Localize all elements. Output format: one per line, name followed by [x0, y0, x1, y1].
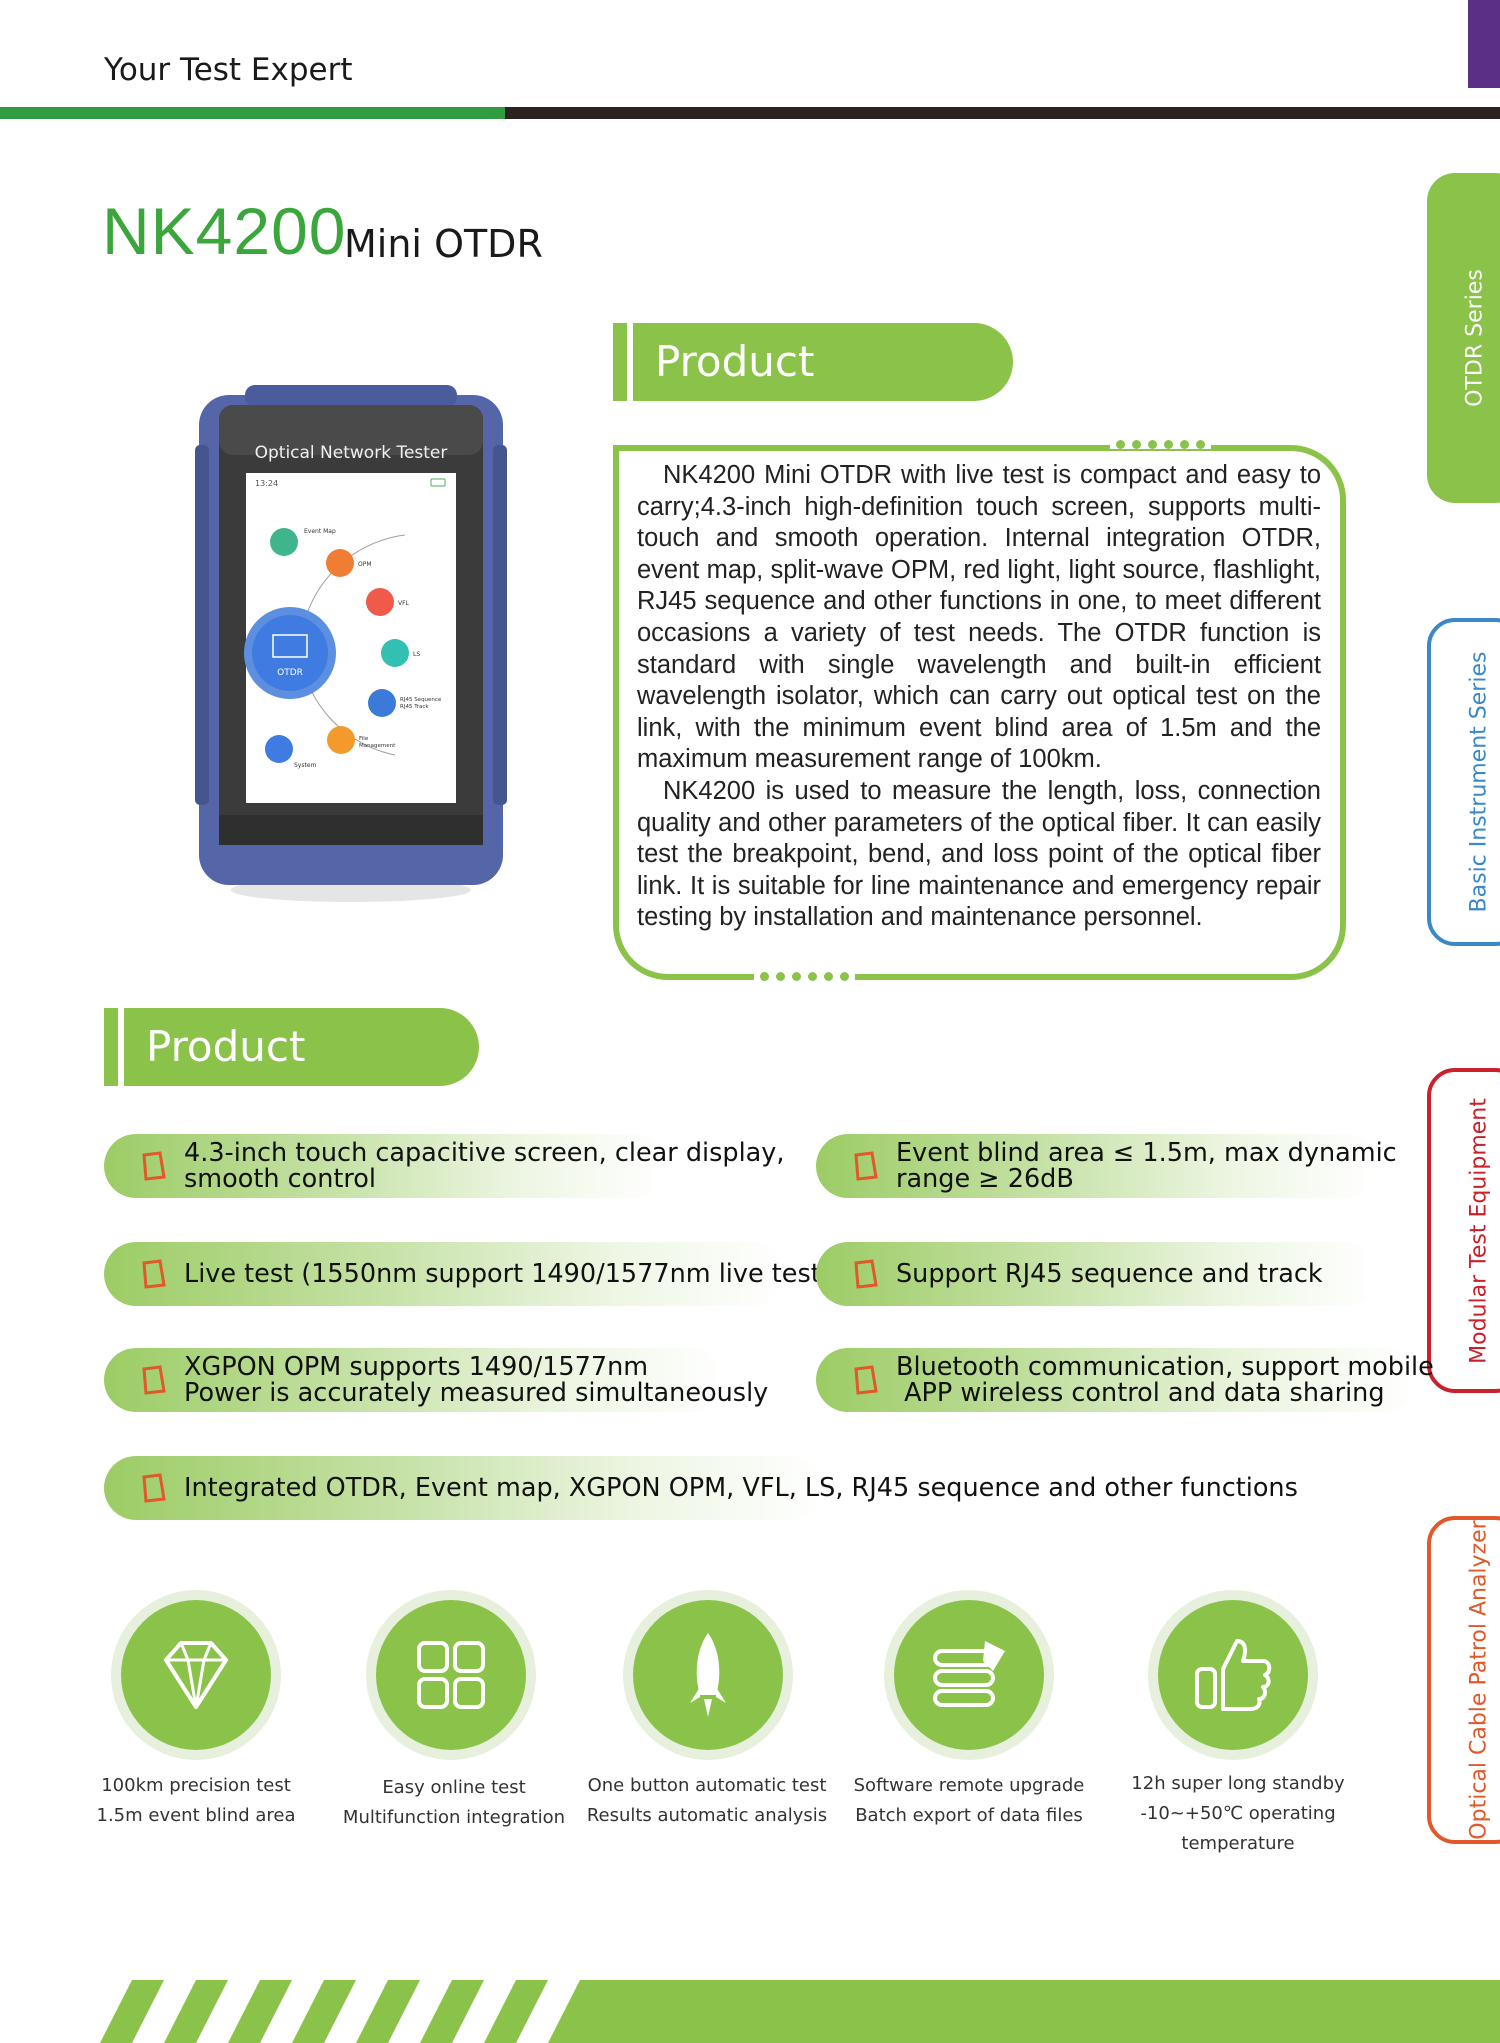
device-menu-label: RJ45 Sequence: [400, 697, 442, 703]
device-menu-label: OPM: [358, 561, 372, 568]
rocket-icon: [690, 1633, 726, 1717]
overview-heading-bar: [613, 323, 627, 401]
feature-bullet-icon: [854, 1151, 878, 1181]
grid-icon: [417, 1641, 485, 1709]
side-tab-label: Modular Test Equipment: [1466, 1097, 1492, 1364]
device-menu-label: System: [294, 762, 317, 769]
overview-dots-top: [1110, 440, 1211, 449]
thumbs-up-icon: [1195, 1639, 1272, 1711]
overview-text: NK4200 Mini OTDR with live test is compa…: [637, 460, 1321, 934]
device-menu-label: Event Map: [304, 528, 336, 535]
feature-text: Live test (1550nm support 1490/1577nm li…: [184, 1259, 831, 1289]
header-rule-dark: [505, 107, 1500, 119]
device-menu-label: RJ45 Track: [400, 704, 429, 710]
feature-bullet-icon: [854, 1365, 878, 1395]
overview-box: [613, 445, 1346, 980]
feature-bullet-icon: [142, 1365, 166, 1395]
device-menu-label: Management: [359, 743, 396, 749]
feature-item: 4.3-inch touch capacitive screen, clear …: [104, 1134, 785, 1198]
overview-paragraph: NK4200 is used to measure the length, lo…: [637, 776, 1321, 932]
side-tab-modular-test-equipment[interactable]: Modular Test Equipment: [1427, 1068, 1500, 1393]
device-menu-label: File: [359, 736, 369, 742]
device-menu-label: LS: [413, 651, 420, 658]
feature-item: Integrated OTDR, Event map, XGPON OPM, V…: [104, 1456, 1298, 1520]
highlight-caption: 12h super long standby-10~+50℃ operating…: [1131, 1773, 1345, 1854]
diamond-icon: [164, 1641, 228, 1709]
header-tagline: Your Test Expert: [104, 52, 353, 88]
side-tab-otdr-series[interactable]: OTDR Series: [1427, 173, 1500, 503]
feature-bullet-icon: [142, 1473, 166, 1503]
highlight-circle: [884, 1590, 1054, 1760]
product-subtitle: Mini OTDR: [344, 222, 543, 266]
side-tab-basic-instrument-series[interactable]: Basic Instrument Series: [1427, 618, 1500, 946]
side-tab-optical-cable-patrol-analyzer[interactable]: Optical Cable Patrol Analyzer: [1427, 1516, 1500, 1844]
upgrade-stack-icon: [933, 1641, 1005, 1707]
side-tab-label: Optical Cable Patrol Analyzer: [1466, 1520, 1492, 1840]
feature-text: Bluetooth communication, support mobile …: [896, 1352, 1434, 1408]
device-menu-label: VFL: [398, 600, 410, 607]
feature-item: Live test (1550nm support 1490/1577nm li…: [104, 1242, 831, 1306]
feature-text: Integrated OTDR, Event map, XGPON OPM, V…: [184, 1473, 1298, 1503]
features-heading: Product features: [124, 1008, 479, 1149]
overview-dots-bottom: [754, 972, 855, 981]
features-heading-bar: [104, 1008, 118, 1086]
device-center-label: OTDR: [277, 668, 303, 678]
highlight-circle: [111, 1590, 281, 1760]
device-time: 13:24: [255, 479, 278, 488]
feature-bullet-icon: [142, 1259, 166, 1289]
feature-item: Bluetooth communication, support mobile …: [816, 1348, 1434, 1412]
footer-stripes: [100, 1980, 1500, 2043]
device-image: Optical Network Tester 13:24 OTDR Event …: [195, 385, 507, 902]
highlight-circle: [366, 1590, 536, 1760]
feature-text: Support RJ45 sequence and track: [896, 1259, 1323, 1289]
highlight-circle: [1148, 1590, 1318, 1760]
device-header-text: Optical Network Tester: [255, 443, 448, 463]
highlight-circle: [623, 1590, 793, 1760]
header-rule-green: [0, 107, 505, 119]
header-accent-block: [1468, 0, 1500, 88]
feature-bullet-icon: [854, 1259, 878, 1289]
side-tab-label: OTDR Series: [1462, 269, 1488, 407]
feature-item: Support RJ45 sequence and track: [816, 1242, 1376, 1306]
overview-paragraph: NK4200 Mini OTDR with live test is compa…: [637, 461, 1321, 774]
side-tab-label: Basic Instrument Series: [1466, 651, 1492, 913]
product-model: NK4200: [102, 194, 347, 268]
feature-text: 4.3-inch touch capacitive screen, clear …: [184, 1138, 785, 1194]
overview-heading: Product overview: [633, 323, 1013, 464]
feature-bullet-icon: [142, 1151, 166, 1181]
